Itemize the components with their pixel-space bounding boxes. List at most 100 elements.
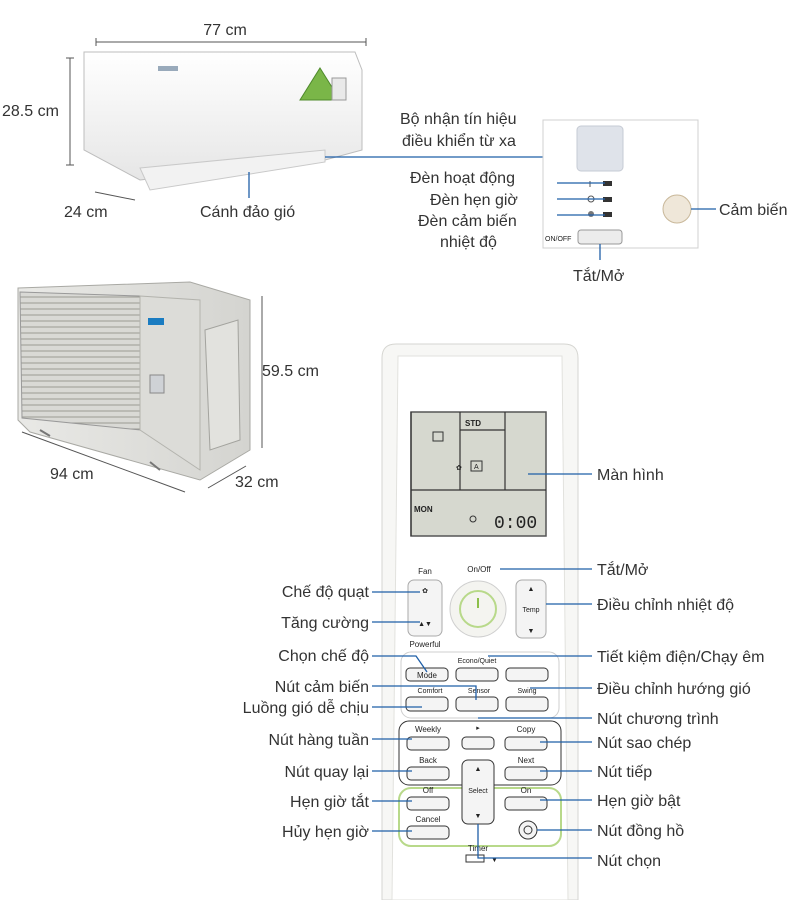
sensor-lamp-label-2: nhiệt độ <box>440 234 497 251</box>
temp-up-icon: ▲ <box>528 586 535 593</box>
operation-lamp-label: Đèn hoạt động <box>410 170 515 187</box>
sensor-window <box>662 194 692 224</box>
swing-button-text: Swing <box>517 688 536 695</box>
clock-button[interactable] <box>518 820 538 840</box>
back-button[interactable] <box>406 766 450 781</box>
remote-lcd: STD ✿ A MON 0:00 <box>410 411 547 537</box>
panel-onoff-label: Tắt/Mở <box>573 266 625 285</box>
sensor-button-text: Sensor <box>468 688 491 695</box>
sensor-lamp <box>603 212 612 217</box>
on-off-button-text: On/Off <box>467 565 491 574</box>
select-down-icon: ▼ <box>475 813 482 820</box>
sensor-label: Cảm biến <box>719 202 787 219</box>
timer-lamp-label: Đèn hẹn giờ <box>430 192 518 209</box>
timer-lamp <box>603 197 612 202</box>
label-on-off: Tắt/Mở <box>597 560 649 579</box>
label-program: Nút chương trình <box>597 711 719 728</box>
label-off-timer: Hẹn giờ tắt <box>290 792 370 811</box>
temp-rocker[interactable] <box>515 579 547 639</box>
copy-button-text: Copy <box>517 725 536 734</box>
next-button-text: Next <box>518 756 535 765</box>
label-temp: Điều chỉnh nhiệt độ <box>597 597 734 614</box>
label-powerful: Tăng cường <box>281 615 369 632</box>
on-timer-button[interactable] <box>504 796 548 811</box>
operation-lamp <box>603 181 612 186</box>
off-timer-button[interactable] <box>406 796 450 811</box>
swing-up-button[interactable] <box>505 667 549 682</box>
weekly-button-text: Weekly <box>415 725 441 734</box>
louver-label: Cánh đảo gió <box>200 204 295 221</box>
label-sensor: Nút cảm biến <box>275 679 369 696</box>
lcd-mode-icon <box>432 431 444 442</box>
fan-powerful-rocker[interactable]: ✿ ▲▼ <box>407 579 443 637</box>
panel-onoff-button[interactable] <box>577 229 623 245</box>
battery-arrow-icon: ▼ <box>491 857 498 864</box>
label-back: Nút quay lại <box>285 764 370 781</box>
energy-star-sticker <box>299 67 341 101</box>
outdoor-width-label: 94 cm <box>50 466 94 483</box>
label-screen: Màn hình <box>597 467 664 484</box>
label-swing: Điều chỉnh hướng gió <box>597 681 751 698</box>
program-button[interactable] <box>461 736 495 750</box>
comfort-button-text: Comfort <box>418 688 443 695</box>
label-on-timer: Hẹn giờ bật <box>597 793 681 810</box>
powerful-button-text: Powerful <box>409 640 440 649</box>
svg-text:▲▼: ▲▼ <box>418 621 432 628</box>
lcd-std: STD <box>465 419 481 428</box>
outdoor-unit <box>17 281 251 481</box>
clock-icon <box>523 825 533 835</box>
label-cancel-timer: Hủy hẹn giờ <box>282 824 369 841</box>
outdoor-depth-label: 32 cm <box>235 474 279 491</box>
indoor-depth-label: 24 cm <box>64 204 108 221</box>
next-button[interactable] <box>504 766 548 781</box>
indoor-dimensions <box>66 38 367 201</box>
sensor-lamp-label-1: Đèn cảm biến <box>418 213 517 230</box>
econo-quiet-button-text: Econo/Quiet <box>458 658 497 665</box>
mode-button[interactable] <box>405 667 449 682</box>
lcd-day: MON <box>414 505 433 514</box>
receiver-window <box>576 125 624 172</box>
receiver-label-1: Bộ nhận tín hiệu <box>400 111 517 128</box>
left-callouts <box>372 591 477 832</box>
on-off-button[interactable] <box>449 580 507 638</box>
on-button-text: On <box>521 786 532 795</box>
svg-text:✿: ✿ <box>422 588 428 595</box>
label-fan-mode: Chế độ quạt <box>282 584 370 601</box>
lcd-clock-icon <box>469 515 477 523</box>
lcd-fan-icon: ✿ <box>456 465 462 472</box>
label-weekly: Nút hàng tuần <box>268 732 369 749</box>
indoor-height-label: 28.5 cm <box>2 103 59 120</box>
right-callouts <box>477 473 592 859</box>
lcd-time: 0:00 <box>494 514 537 534</box>
select-button-text: Select <box>468 788 488 795</box>
comfort-button[interactable] <box>405 696 449 712</box>
fan-button-text: Fan <box>418 567 432 576</box>
copy-button[interactable] <box>504 736 548 751</box>
outdoor-brand-logo <box>148 318 164 325</box>
temp-button-text: Temp <box>522 607 539 614</box>
indoor-unit <box>83 51 363 191</box>
back-button-text: Back <box>419 756 438 765</box>
cancel-button-text: Cancel <box>416 815 441 824</box>
label-mode: Chọn chế độ <box>278 648 369 665</box>
econo-quiet-button[interactable] <box>455 667 499 682</box>
receiver-label-2: điều khiển từ xa <box>402 132 516 150</box>
swing-button[interactable] <box>505 696 549 712</box>
program-arrow-icon: ▸ <box>476 725 480 732</box>
brand-logo <box>158 66 178 71</box>
label-select: Nút chọn <box>597 853 661 870</box>
panel-onoff-text: ON/OFF <box>545 236 571 243</box>
label-copy: Nút sao chép <box>597 735 691 752</box>
outdoor-dimensions <box>21 296 263 493</box>
indoor-display-panel: ON/OFF <box>542 119 699 249</box>
label-econo: Tiết kiệm điện/Chạy êm <box>597 649 764 666</box>
select-up-icon: ▲ <box>475 766 482 773</box>
sensor-button[interactable] <box>455 696 499 712</box>
label-next: Nút tiếp <box>597 764 652 781</box>
cancel-timer-button[interactable] <box>406 825 450 840</box>
mode-button-text: Mode <box>417 671 438 680</box>
weekly-button[interactable] <box>406 736 450 751</box>
lcd-auto: A <box>474 464 479 471</box>
label-clock: Nút đồng hồ <box>597 823 684 840</box>
